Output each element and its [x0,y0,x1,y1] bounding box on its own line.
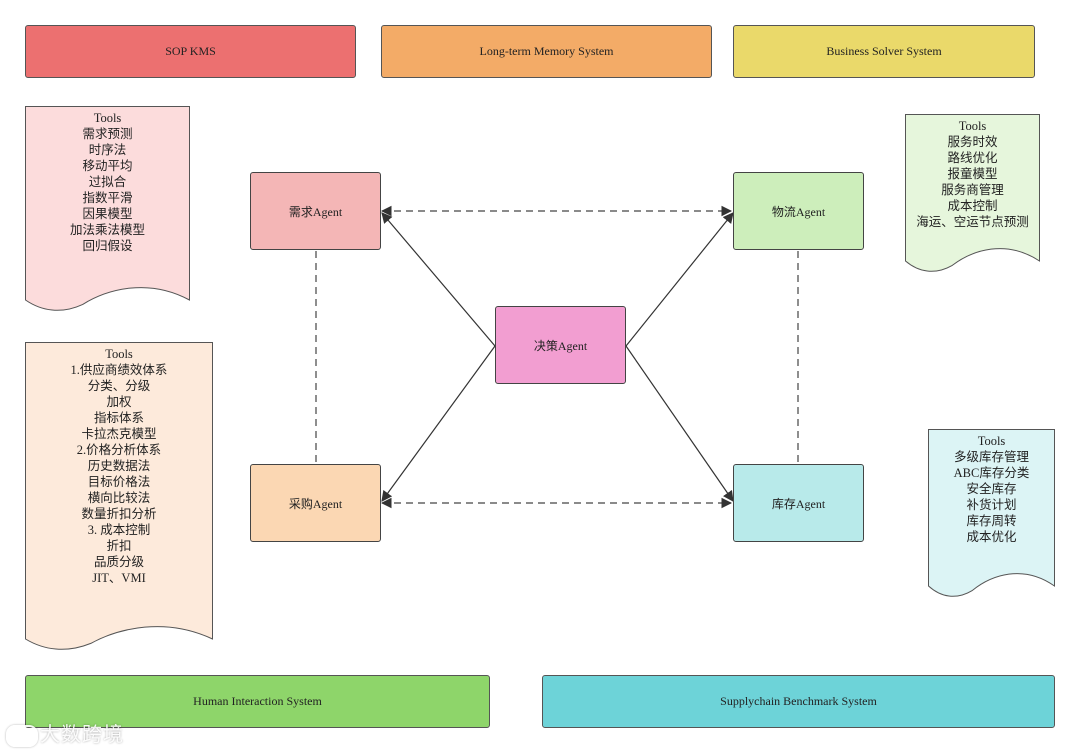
demand-tools-heading: Tools [93,111,122,125]
demand-tool-item: 需求预测 [82,127,133,141]
purchase-tools-list: Tools 1.供应商绩效体系分类、分级加权指标体系卡拉杰克模型 2.价格分析体系历… [25,346,213,586]
inventory-tool-item: 成本优化 [966,530,1017,544]
demand-tool-item: 指数平滑 [82,191,133,205]
purchase-tool-item: 3. 成本控制 [87,523,151,537]
business-solver-bar: Business Solver System [733,25,1035,78]
purchase-tool-item: 指标体系 [93,411,144,425]
demand-tool-item: 移动平均 [82,159,133,173]
logistics-tools-document: Tools 服务时效路线优化报童模型服务商管理成本控制海运、空运节点预测 [905,114,1040,272]
logistics-agent-node: 物流Agent [733,172,864,250]
purchase-tool-item: 加权 [106,395,132,409]
purchase-tool-item: 目标价格法 [87,475,151,489]
purchase-tool-item: 卡拉杰克模型 [81,427,157,441]
inventory-tools-paper-shape [928,429,1055,597]
logistics-tools-heading: Tools [958,119,987,133]
logistics-tool-item: 路线优化 [947,151,998,165]
demand-tool-item: 加法乘法模型 [69,223,145,237]
logistics-tool-item: 服务商管理 [941,183,1004,197]
logistics-tools-list: Tools 服务时效路线优化报童模型服务商管理成本控制海运、空运节点预测 [905,118,1040,230]
decision-agent-label: 决策Agent [533,338,588,353]
decision-agent-node: 决策Agent [495,306,626,384]
logistics-agent-label: 物流Agent [771,204,826,219]
benchmark-system-label: Supplychain Benchmark System [720,694,877,708]
inventory-agent-label: 库存Agent [771,496,826,511]
arrow-decision-to-inventory [625,345,734,502]
demand-tools-document: Tools 需求预测时序法移动平均过拟合指数平滑因果模型加法乘法模型回归假设 [25,106,190,311]
memory-system-label: Long-term Memory System [479,44,614,58]
purchase-tool-item: 分类、分级 [87,379,151,393]
demand-tool-item: 时序法 [88,143,127,157]
logistics-tool-item: 报童模型 [947,167,998,181]
inventory-tool-item: 多级库存管理 [953,450,1029,464]
inventory-tool-item: 库存周转 [966,514,1017,528]
purchase-tool-item: 品质分级 [93,555,144,569]
demand-agent-label: 需求Agent [288,204,343,219]
sop-kms-label: SOP KMS [165,44,216,58]
demand-tool-item: 过拟合 [88,175,127,189]
cloud-logo-icon [6,724,38,747]
logistics-tool-item: 服务时效 [947,135,998,149]
human-interaction-bar: Human Interaction System [25,675,490,728]
purchase-tool-item: 2.价格分析体系 [76,443,162,457]
inventory-tool-item: 补货计划 [966,498,1017,512]
purchase-tool-item: 折扣 [106,539,132,553]
inventory-tools-list: Tools 多级库存管理 ABC库存分类安全库存补货计划库存周转成本优化 [928,433,1055,545]
sop-kms-bar: SOP KMS [25,25,356,78]
arrow-decision-to-logistics [625,212,734,347]
inventory-agent-node: 库存Agent [733,464,864,542]
purchase-tool-item: 1.供应商绩效体系 [70,363,168,377]
inventory-tool-item: ABC库存分类 [953,466,1030,480]
human-interaction-label: Human Interaction System [193,694,322,708]
inventory-tools-document: Tools 多级库存管理 ABC库存分类安全库存补货计划库存周转成本优化 [928,429,1055,597]
demand-tool-item: 回归假设 [82,239,133,253]
inventory-tool-item: 安全库存 [966,482,1017,496]
watermark: 大数跨境 [6,718,124,747]
purchase-tool-item: 历史数据法 [87,459,151,473]
logistics-tool-item: 成本控制 [947,199,998,213]
benchmark-system-bar: Supplychain Benchmark System [542,675,1055,728]
purchase-agent-node: 采购Agent [250,464,381,542]
demand-tools-paper-shape [25,106,190,311]
demand-agent-node: 需求Agent [250,172,381,250]
purchase-tools-heading: Tools [105,347,133,361]
logistics-tools-paper-shape [905,114,1040,272]
watermark-text: 大数跨境 [40,722,124,746]
purchase-tools-document: Tools 1.供应商绩效体系分类、分级加权指标体系卡拉杰克模型 2.价格分析体系历… [25,342,213,650]
purchase-tools-paper-shape [25,342,213,650]
business-solver-label: Business Solver System [826,44,942,58]
demand-tool-item: 因果模型 [82,207,133,221]
demand-tools-list: Tools 需求预测时序法移动平均过拟合指数平滑因果模型加法乘法模型回归假设 [25,110,190,254]
purchase-tool-item: 数量折扣分析 [81,507,157,521]
arrow-decision-to-purchase [381,345,496,502]
logistics-tool-item: 海运、空运节点预测 [916,215,1029,229]
purchase-tool-item: 横向比较法 [87,491,151,505]
memory-system-bar: Long-term Memory System [381,25,712,78]
inventory-tools-heading: Tools [977,434,1006,448]
purchase-agent-label: 采购Agent [288,496,343,511]
arrow-decision-to-demand [381,212,496,347]
purchase-tool-item: JIT、VMI [92,571,146,585]
